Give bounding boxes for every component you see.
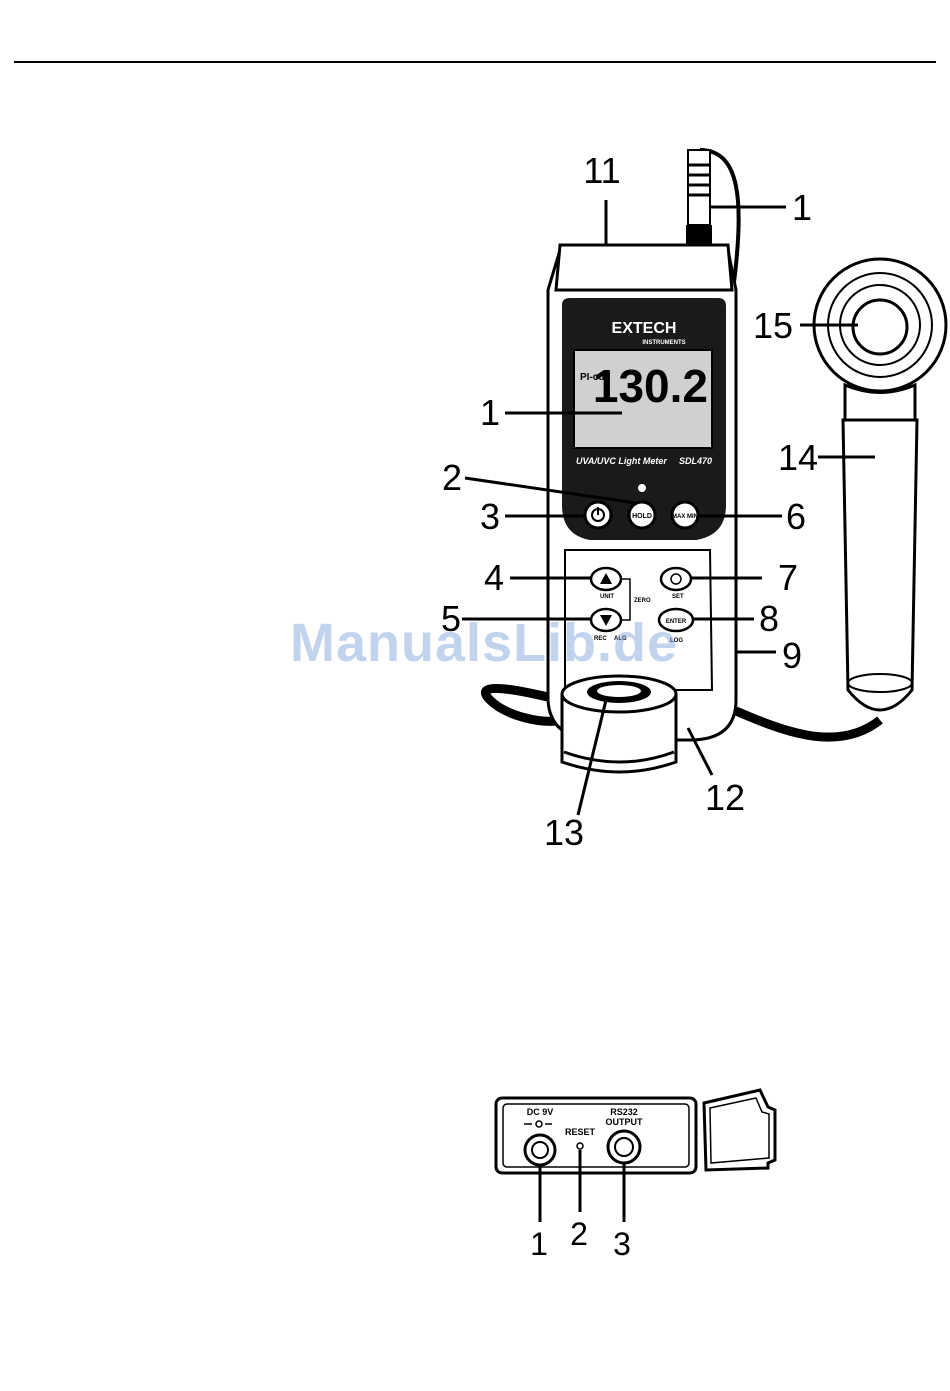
dc-jack [525, 1135, 555, 1165]
brand-logo: EXTECH [612, 320, 677, 337]
unit-label: UNIT [600, 594, 614, 600]
rs232-port [608, 1131, 640, 1163]
model-name: UVA/UVC Light Meter [576, 456, 667, 466]
callout-7: 7 [778, 557, 798, 598]
callout-2: 2 [442, 457, 462, 498]
watermark: ManualsLib.de [290, 612, 678, 674]
probe-handle [843, 420, 917, 710]
battery-cap [556, 245, 732, 290]
callout-4: 4 [484, 557, 504, 598]
backlight-icon [638, 484, 646, 492]
panel-callout-3: 3 [613, 1226, 631, 1262]
callout-13: 13 [544, 812, 584, 853]
panel-callout-1: 1 [530, 1226, 548, 1262]
rs232-label-1: RS232 [610, 1107, 638, 1117]
set-button[interactable] [661, 568, 691, 590]
set-label: SET [672, 594, 684, 600]
model-number: SDL470 [679, 456, 712, 466]
hold-label: HOLD [632, 513, 652, 520]
callout-3: 3 [480, 496, 500, 537]
rs232-label-2: OUTPUT [606, 1117, 644, 1127]
callout-8: 8 [759, 598, 779, 639]
lcd-value: 130.2 [593, 360, 708, 412]
callout-6: 6 [786, 496, 806, 537]
callout-1-display: 1 [480, 392, 500, 433]
callout-14: 14 [778, 437, 818, 478]
callout-12: 12 [705, 777, 745, 818]
reset-label: RESET [565, 1127, 596, 1137]
top-connector [688, 150, 710, 225]
panel-callout-2: 2 [570, 1216, 588, 1252]
callout-15: 15 [753, 305, 793, 346]
brand-sub: INSTRUMENTS [642, 340, 685, 346]
sensor-window [853, 300, 907, 354]
maxmin-label: MAX MIN [672, 514, 698, 520]
dc-label: DC 9V [527, 1107, 554, 1117]
callout-1-jack: 1 [792, 187, 812, 228]
zero-label: ZERO [634, 598, 651, 604]
callout-11: 11 [583, 150, 620, 191]
callout-9: 9 [782, 635, 802, 676]
